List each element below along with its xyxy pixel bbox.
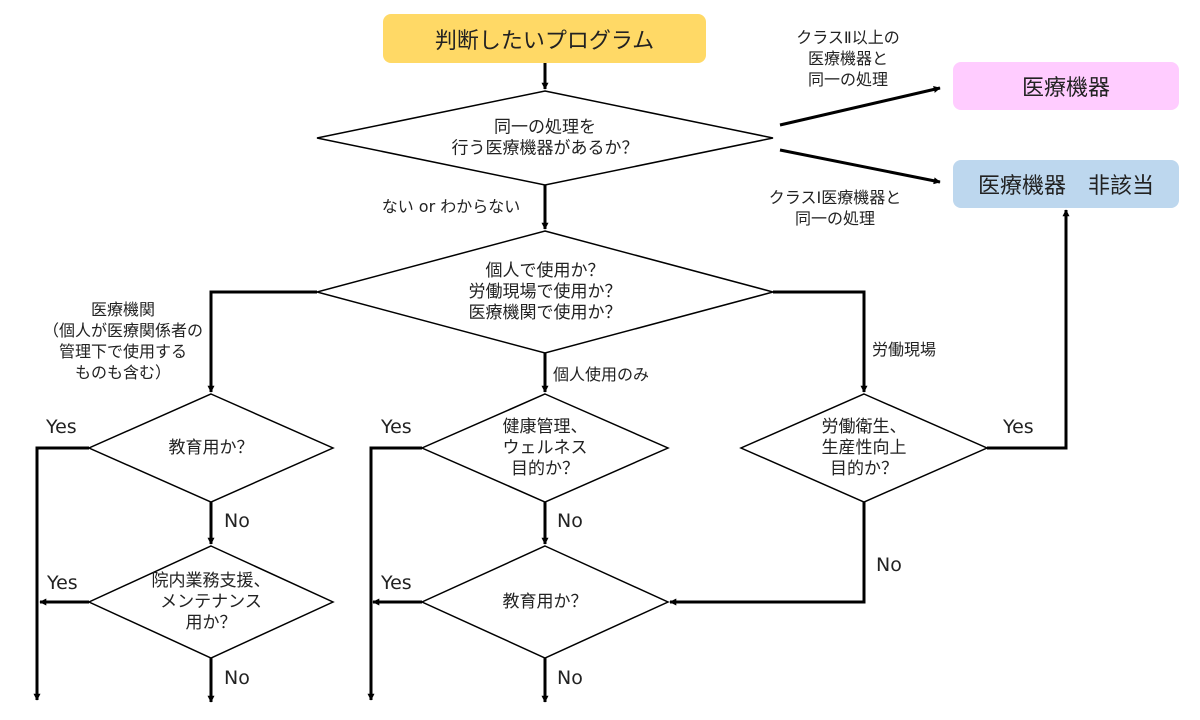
- edge-health-mgmt-yes: [367, 446, 422, 701]
- decision-same-processing-shape: [316, 90, 774, 186]
- result-not-medical-device[interactable]: 医療機器 非該当: [953, 160, 1179, 208]
- decision-usage-place-text: 個人で使用か？: [486, 260, 605, 281]
- answer-no-labor-hygiene: No: [876, 554, 902, 576]
- decision-same-processing-text: 同一の処理を: [494, 118, 596, 138]
- edge-labor-hygiene-yes: [987, 209, 1070, 450]
- decision-educational-center-text: 教育用か？: [503, 592, 588, 612]
- edge-label-medical-institution: 医療機関 （個人が医療関係者の 管理下で使用する ものも含む）: [42, 300, 203, 382]
- decision-educational-center[interactable]: 教育用か？: [420, 545, 670, 659]
- result-not-medical-device-label: 医療機器 非該当: [977, 174, 1154, 199]
- answer-yes-edu-left: Yes: [46, 416, 77, 438]
- decision-labor-hygiene-text: 労働衛生、: [822, 417, 907, 437]
- edge-label-workplace: 労働現場: [872, 340, 937, 359]
- answer-no-health-mgmt: No: [557, 510, 583, 532]
- answer-yes-health-mgmt: Yes: [381, 416, 412, 438]
- result-medical-device-label: 医療機器: [1021, 76, 1110, 101]
- decision-usage-place-shape: [314, 230, 776, 354]
- edge-label-personal-only: 個人使用のみ: [553, 365, 650, 384]
- answer-yes-hospital-support: Yes: [47, 572, 78, 594]
- start-box[interactable]: 判断したいプログラム: [383, 14, 706, 63]
- edge-usage-to-workplace: [773, 290, 868, 393]
- decision-labor-hygiene-shape: [739, 393, 989, 503]
- decision-same-processing-text: 行う医療機器があるか？: [452, 139, 639, 159]
- decision-health-management-text: 目的か？: [511, 459, 579, 479]
- decision-educational-center-shape: [420, 545, 670, 659]
- edge-label-none-or-unknown: ない or わからない: [381, 197, 521, 216]
- decision-educational-left-text: 教育用か？: [169, 438, 254, 458]
- decision-health-management-text: ウェルネス: [503, 438, 588, 458]
- decision-health-management-shape: [420, 393, 670, 503]
- answer-no-hospital-support: No: [224, 667, 250, 689]
- edge-edu-left-yes: [33, 446, 89, 701]
- decision-usage-place-text: 医療機関で使用か？: [469, 302, 622, 323]
- decision-labor-hygiene-text: 生産性向上: [822, 438, 907, 458]
- decision-labor-hygiene-text: 目的か？: [830, 459, 898, 479]
- decision-hospital-support-text: 院内業務支援、: [152, 571, 271, 591]
- decision-usage-place-text: 労働現場で使用か？: [469, 281, 622, 302]
- answer-yes-labor-hygiene: Yes: [1003, 416, 1034, 438]
- edge-usage-to-medical-institution: [207, 290, 317, 393]
- answer-no-edu-left: No: [224, 510, 250, 532]
- edge-label-class2: クラスⅡ以上の 医療機器と 同一の処理: [796, 28, 900, 89]
- decision-hospital-support-text: メンテナンス: [160, 592, 262, 612]
- edge-label-class1: クラスⅠ医療機器と 同一の処理: [768, 188, 902, 228]
- start-box-label: 判断したいプログラム: [434, 28, 655, 54]
- decision-educational-left-shape: [87, 393, 335, 503]
- edge-labor-hygiene-no: [669, 502, 866, 606]
- edge-to-medical-device: [779, 86, 941, 127]
- decision-health-management-text: 健康管理、: [503, 417, 588, 437]
- answer-no-edu-center: No: [557, 667, 583, 689]
- decision-hospital-support-text: 用か？: [186, 613, 237, 633]
- decision-usage-place[interactable]: 個人で使用か？労働現場で使用か？医療機関で使用か？: [314, 230, 776, 354]
- decision-hospital-support-shape: [87, 545, 335, 659]
- edge-to-not-medical-device: [779, 148, 941, 185]
- answer-yes-edu-center: Yes: [381, 572, 412, 594]
- decision-educational-left[interactable]: 教育用か？: [87, 393, 335, 503]
- result-medical-device[interactable]: 医療機器: [953, 62, 1179, 110]
